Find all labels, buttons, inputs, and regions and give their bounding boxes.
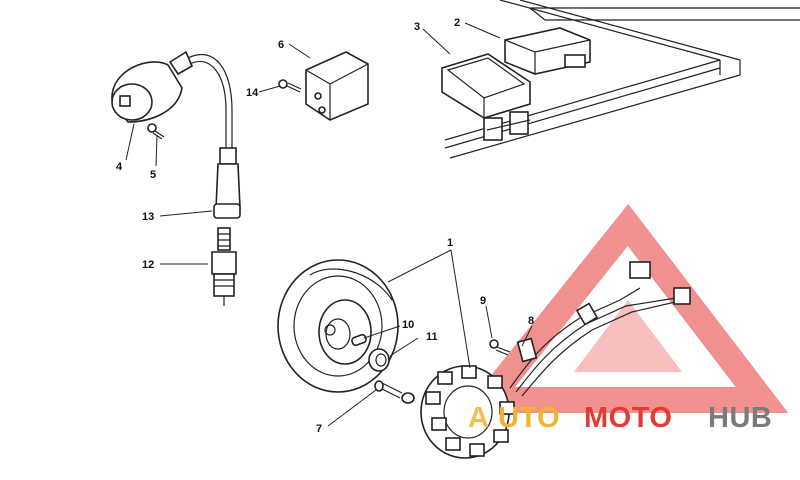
part-1-flywheel: [277, 259, 399, 393]
callout-10: 10: [402, 319, 414, 331]
callout-2: 2: [454, 17, 460, 29]
watermark-word-uto: UTO: [498, 402, 560, 434]
part-5-screw: [147, 123, 165, 140]
callout-14: 14: [246, 87, 259, 99]
part-11-nut: [368, 348, 390, 372]
callout-4: 4: [116, 161, 123, 173]
part-14-screw: [278, 79, 302, 93]
frame-rails: [444, 0, 800, 159]
leader-lines: [125, 22, 533, 427]
part-13-plug-cap: [213, 147, 241, 219]
part-7-bolt: [374, 380, 415, 404]
callout-5: 5: [150, 169, 156, 181]
callout-6: 6: [278, 39, 284, 51]
part-9-screw: [489, 339, 511, 356]
part-12-spark-plug: [211, 227, 237, 306]
part-6-regulator: [305, 51, 369, 121]
part-3-holder: [441, 53, 531, 119]
part-2-control-unit: [504, 27, 591, 75]
watermark-word-moto: MOTO: [584, 402, 672, 434]
ht-lead: [187, 53, 233, 148]
part-4-ignition-coil: [111, 50, 194, 123]
callout-12: 12: [142, 259, 154, 271]
watermark-text: A UTO MOTO HUB: [468, 402, 772, 434]
part-stator: [420, 365, 515, 459]
watermark-word-hub: HUB: [708, 402, 772, 434]
watermark-letter-a: A: [468, 402, 489, 434]
callout-8: 8: [528, 315, 534, 327]
callout-1: 1: [447, 237, 453, 249]
watermark-logo: [460, 203, 789, 413]
callout-11: 11: [426, 331, 438, 343]
callout-3: 3: [414, 21, 420, 33]
ht-lead-inner: [189, 60, 227, 148]
callout-13: 13: [142, 211, 154, 223]
callout-7: 7: [316, 423, 322, 435]
callout-9: 9: [480, 295, 486, 307]
